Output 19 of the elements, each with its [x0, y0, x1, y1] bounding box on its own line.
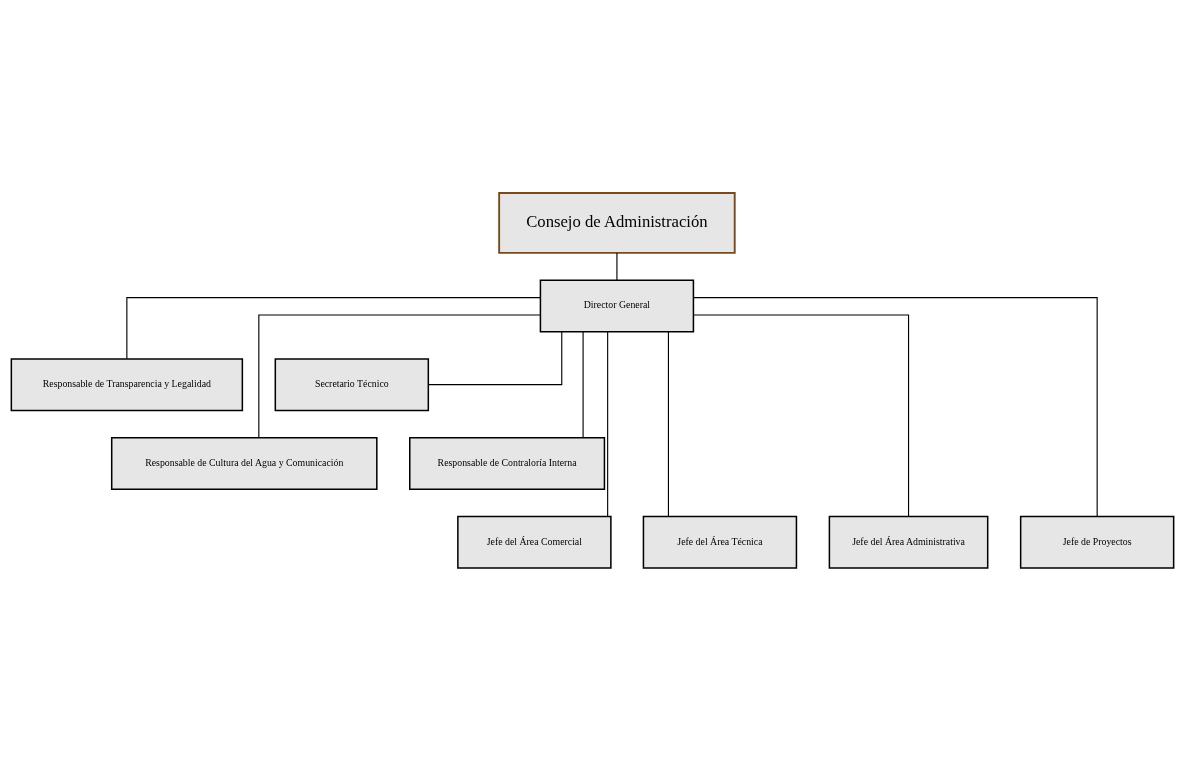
- connector: [616, 252, 618, 281]
- connector: [692, 297, 1098, 517]
- connector: [582, 331, 584, 439]
- node-box: Jefe de Proyectos: [1019, 515, 1175, 569]
- node-box: Secretario Técnico: [274, 358, 430, 412]
- node-box: Jefe del Área Comercial: [457, 515, 612, 569]
- node-box: Responsable de Cultura del Agua y Comunicación: [110, 436, 378, 490]
- connector: [607, 331, 609, 517]
- connector: [667, 331, 669, 517]
- node-box: Director General: [539, 279, 695, 333]
- connector: [427, 331, 563, 386]
- node-box: Responsable de Transparencia y Legalidad: [10, 358, 244, 412]
- node-box: Jefe del Área Técnica: [642, 515, 798, 569]
- connector: [258, 314, 541, 439]
- node-box: Jefe del Área Administrativa: [828, 515, 989, 569]
- connector: [692, 314, 910, 517]
- node-box: Consejo de Administración: [498, 192, 736, 254]
- node-box: Responsable de Contraloría Interna: [409, 436, 606, 490]
- connector: [126, 297, 541, 360]
